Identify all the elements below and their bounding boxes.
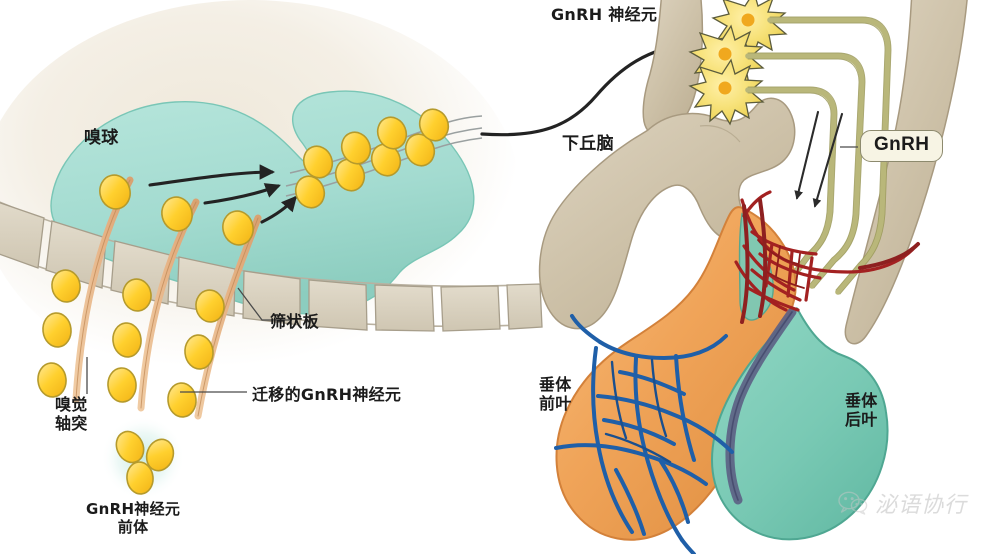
gnrh-cell: [37, 174, 131, 398]
gnrh-cell: [294, 108, 450, 209]
migration-arrows: [148, 164, 298, 224]
label-cribriform-plate: 筛状板: [270, 312, 319, 331]
label-hypothalamus: 下丘脑: [562, 134, 614, 154]
leader-lines-left: [86, 287, 292, 394]
gnrh-release-arrows: [794, 110, 844, 208]
label-olfactory-bulb: 嗅球: [84, 128, 119, 148]
hypothalamus-shape: [538, 0, 968, 345]
label-gnrh-neuron: GnRH 神经元: [551, 5, 658, 24]
olfactory-axons: [37, 174, 262, 420]
label-gnrh-precursor: GnRH神经元 前体: [86, 500, 181, 536]
gnrh-cell: [167, 210, 254, 418]
watermark: 泌语协行: [838, 487, 967, 519]
label-posterior-pituitary: 垂体 后叶: [845, 391, 878, 429]
gnrh-cell: [107, 196, 193, 403]
gnrh-neuron-soma: [711, 0, 788, 58]
wechat-icon: [838, 491, 868, 515]
gnrh-star-neurons: [688, 0, 788, 126]
label-olfactory-axon: 嗅觉 轴突: [55, 395, 88, 433]
pituitary-venous-fine: [604, 358, 672, 464]
hypophyseal-artery: [740, 198, 920, 324]
gnrh-migration-track: [285, 108, 483, 209]
gnrh-precursor-cluster: [101, 416, 185, 500]
pituitary-venous-network: [554, 314, 734, 554]
watermark-text: 泌语协行: [875, 493, 968, 518]
label-anterior-pituitary: 垂体 前叶: [539, 375, 572, 413]
label-migrating-gnrh-neuron: 迁移的GnRH神经元: [252, 385, 402, 404]
panel-connector-arrow: [480, 37, 694, 137]
gnrh-neuron-soma: [688, 58, 765, 126]
gnrh-badge: GnRH: [860, 130, 944, 162]
